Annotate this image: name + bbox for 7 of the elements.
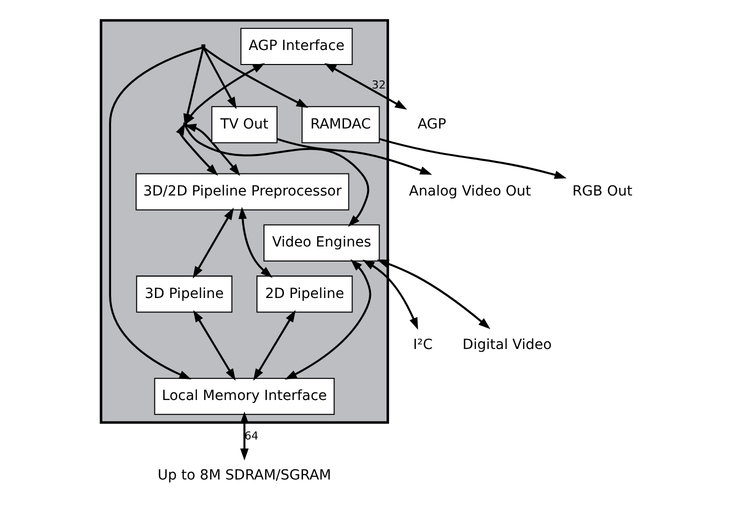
- node-text: Up to 8M SDRAM/SGRAM: [157, 467, 331, 484]
- node-text: Digital Video: [462, 336, 552, 353]
- node-text: Analog Video Out: [408, 184, 531, 200]
- node-text: I²C: [412, 336, 432, 353]
- node-text: RGB Out: [572, 184, 632, 200]
- node-text: AGP: [417, 116, 446, 132]
- edge-label: 32: [371, 78, 386, 92]
